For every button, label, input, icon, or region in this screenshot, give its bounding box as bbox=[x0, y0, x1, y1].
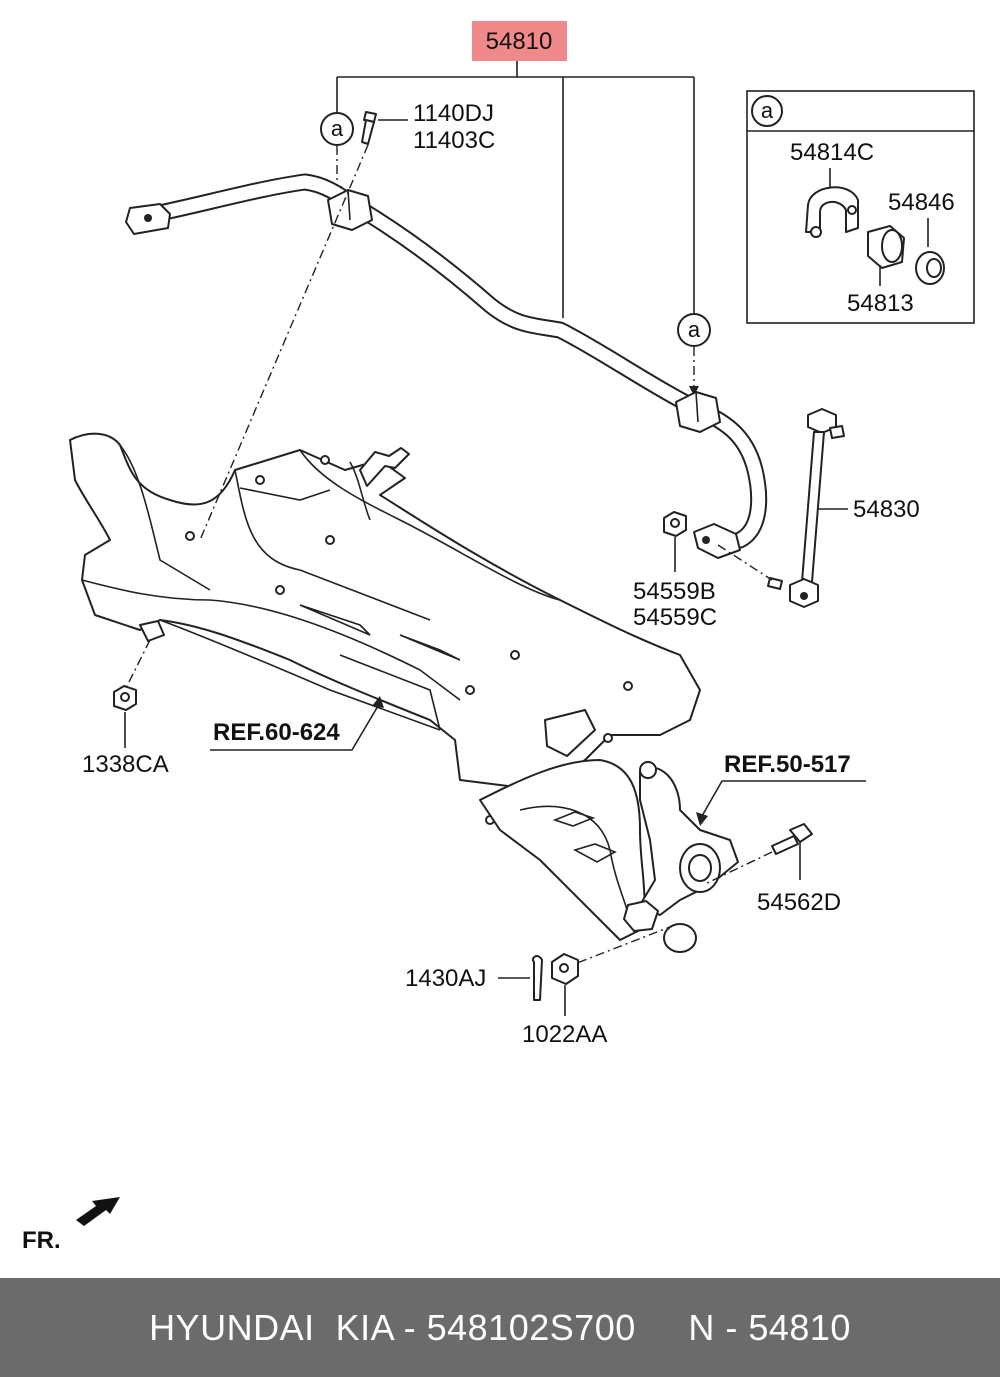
split-pin-icon[interactable] bbox=[532, 955, 543, 1001]
bushing-ring-icon[interactable] bbox=[915, 251, 945, 285]
part-label-subframe-nut: 1338CA bbox=[82, 751, 169, 778]
ref-subframe-underline bbox=[210, 705, 379, 751]
part-label-bushing-ring: 54846 bbox=[888, 189, 955, 216]
part-label-castle-nut: 1022AA bbox=[522, 1021, 607, 1048]
parts-diagram: 54810 a a 1140DJ 11403C bbox=[22, 21, 975, 1254]
castle-nut-icon[interactable] bbox=[551, 953, 579, 985]
part-label-link-nut-1: 54559B bbox=[633, 578, 716, 605]
part-label-link-nut-2: 54559C bbox=[633, 604, 717, 631]
bar-bushing-right-icon[interactable] bbox=[675, 391, 721, 433]
link-dash bbox=[717, 544, 773, 581]
subframe-nut-dash bbox=[124, 639, 151, 691]
bar-bushing-left-icon[interactable] bbox=[327, 189, 373, 231]
part-label-bolt-2: 11403C bbox=[413, 127, 495, 154]
ref-knuckle[interactable]: REF.50-517 bbox=[724, 751, 851, 778]
detail-box-symbol: a bbox=[761, 98, 774, 123]
callout-a-right[interactable]: a bbox=[677, 313, 711, 347]
knuckle-bolt-dash bbox=[704, 851, 773, 885]
lower-control-arm[interactable] bbox=[479, 709, 646, 941]
callout-a-right-label: a bbox=[688, 317, 701, 342]
callout-a-left[interactable]: a bbox=[320, 112, 354, 146]
nut-icon[interactable] bbox=[663, 511, 687, 537]
part-label-stabilizer-link: 54830 bbox=[853, 496, 920, 523]
ref-subframe[interactable]: REF.60-624 bbox=[213, 719, 340, 746]
bushing-clamp-icon[interactable] bbox=[805, 186, 859, 238]
nut-icon[interactable] bbox=[113, 685, 137, 711]
part-label-split-pin: 1430AJ bbox=[405, 965, 486, 992]
part-label-bushing: 54813 bbox=[847, 290, 914, 317]
main-part-number: 54810 bbox=[486, 28, 553, 55]
front-marker: FR. bbox=[22, 1227, 61, 1254]
bolt-icon[interactable] bbox=[361, 111, 377, 145]
footer-bar: HYUNDAI KIA - 548102S700 N - 54810 bbox=[0, 1278, 1000, 1377]
arrow-head-icon bbox=[696, 812, 708, 826]
subframe[interactable] bbox=[69, 432, 701, 825]
main-part-box[interactable] bbox=[472, 21, 567, 61]
part-label-bolt-1: 1140DJ bbox=[413, 100, 494, 127]
detail-box: a 54814C 54846 54813 bbox=[746, 90, 975, 324]
bolt-icon[interactable] bbox=[771, 823, 813, 855]
steering-knuckle[interactable] bbox=[623, 761, 739, 953]
bolt-dash bbox=[199, 144, 369, 541]
arrow-head-icon bbox=[689, 386, 699, 396]
footer-text: HYUNDAI KIA - 548102S700 N - 54810 bbox=[149, 1306, 851, 1348]
stabilizer-bar[interactable] bbox=[125, 173, 768, 559]
part-label-knuckle-bolt: 54562D bbox=[757, 889, 841, 916]
stabilizer-link[interactable] bbox=[767, 408, 845, 608]
arrow-head-icon bbox=[372, 696, 384, 708]
ref-knuckle-underline bbox=[701, 780, 866, 817]
part-label-bushing-clamp: 54814C bbox=[790, 139, 874, 166]
callout-a-left-label: a bbox=[331, 116, 344, 141]
bushing-icon[interactable] bbox=[867, 225, 905, 269]
front-arrow-icon bbox=[76, 1197, 120, 1226]
